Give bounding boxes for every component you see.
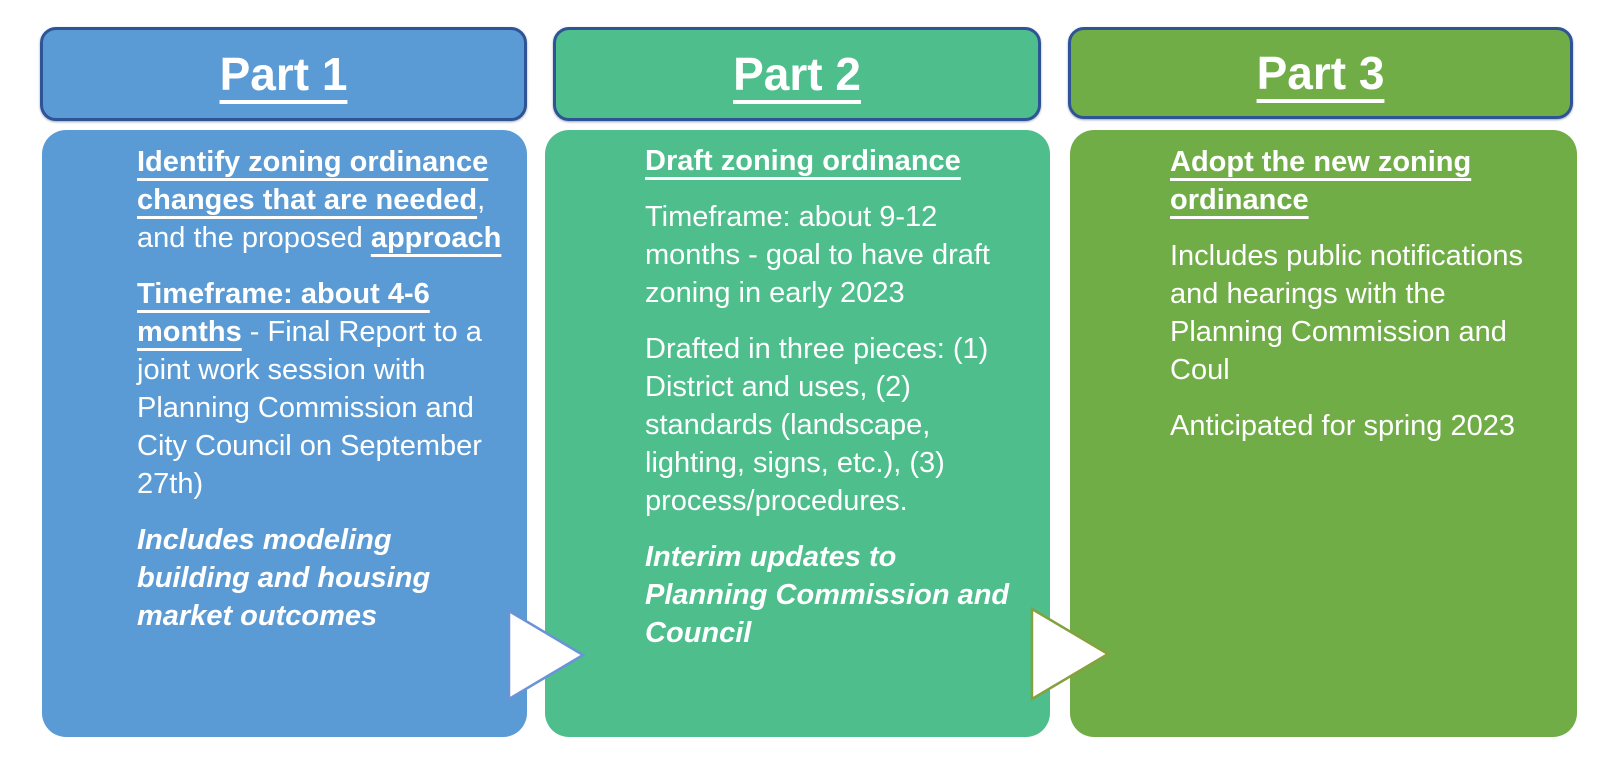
text-segment: Timeframe: about 9-12 months - goal to h… — [645, 200, 990, 309]
text-segment: Includes modeling building and housing m… — [137, 523, 431, 632]
arrow-right-icon — [507, 609, 586, 701]
body-paragraph: Includes modeling building and housing m… — [137, 522, 512, 636]
text-segment: Drafted in three pieces: (1) District an… — [645, 332, 989, 517]
arrow-right-icon — [1030, 607, 1111, 701]
body-paragraph: Includes public notifications and hearin… — [1170, 238, 1530, 390]
text-segment: approach — [370, 221, 502, 254]
part1-header-label: Part 1 — [219, 48, 348, 100]
part2-header-box: Part 2 — [553, 27, 1041, 121]
body-paragraph: Draft zoning ordinance — [645, 143, 1017, 181]
text-segment: Adopt the new zoning ordinance — [1170, 146, 1472, 216]
text-segment: Anticipated for spring 2023 — [1170, 409, 1515, 442]
body-paragraph: Identify zoning ordinance changes that a… — [137, 144, 512, 258]
body-paragraph: Anticipated for spring 2023 — [1170, 408, 1530, 446]
text-segment: Includes public notifications and hearin… — [1170, 239, 1524, 386]
text-segment: Timeframe: about 4-6 months — [137, 277, 430, 348]
body-paragraph: Interim updates to Planning Commission a… — [645, 539, 1017, 653]
text-segment: Interim updates to Planning Commission a… — [645, 540, 1010, 649]
part3-header-box: Part 3 — [1068, 27, 1573, 119]
part1-header-box: Part 1 — [40, 27, 527, 121]
text-segment: Identify zoning ordinance changes that a… — [137, 146, 489, 216]
text-segment: , and the proposed — [137, 183, 486, 254]
body-paragraph: Drafted in three pieces: (1) District an… — [645, 331, 1017, 521]
part2-header-label: Part 2 — [733, 48, 861, 100]
part3-header-label: Part 3 — [1256, 47, 1385, 99]
body-paragraph: Timeframe: about 4-6 months - Final Repo… — [137, 276, 512, 504]
text-segment: Draft zoning ordinance — [645, 145, 961, 177]
part1-body-box: Identify zoning ordinance changes that a… — [42, 130, 527, 737]
text-segment: - Final Report to a joint work session w… — [137, 315, 482, 500]
body-paragraph: Adopt the new zoning ordinance — [1170, 144, 1530, 220]
body-paragraph: Timeframe: about 9-12 months - goal to h… — [645, 199, 1017, 313]
